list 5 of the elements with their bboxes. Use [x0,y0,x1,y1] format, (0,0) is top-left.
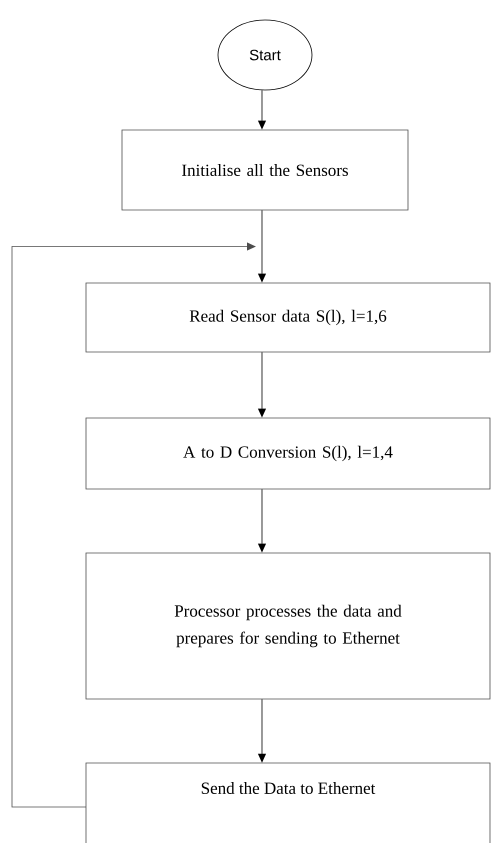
process-box: Processor processes the data and prepares for sending to Ethernet [86,552,490,700]
process-box: Send the Data to Ethernet [86,762,490,844]
process-box: A to D Conversion S(l), l=1,4 [86,418,490,490]
process-box: Initialise all the Sensors [122,130,408,210]
process-box: Read Sensor data S(l), l=1,6 [86,282,490,352]
